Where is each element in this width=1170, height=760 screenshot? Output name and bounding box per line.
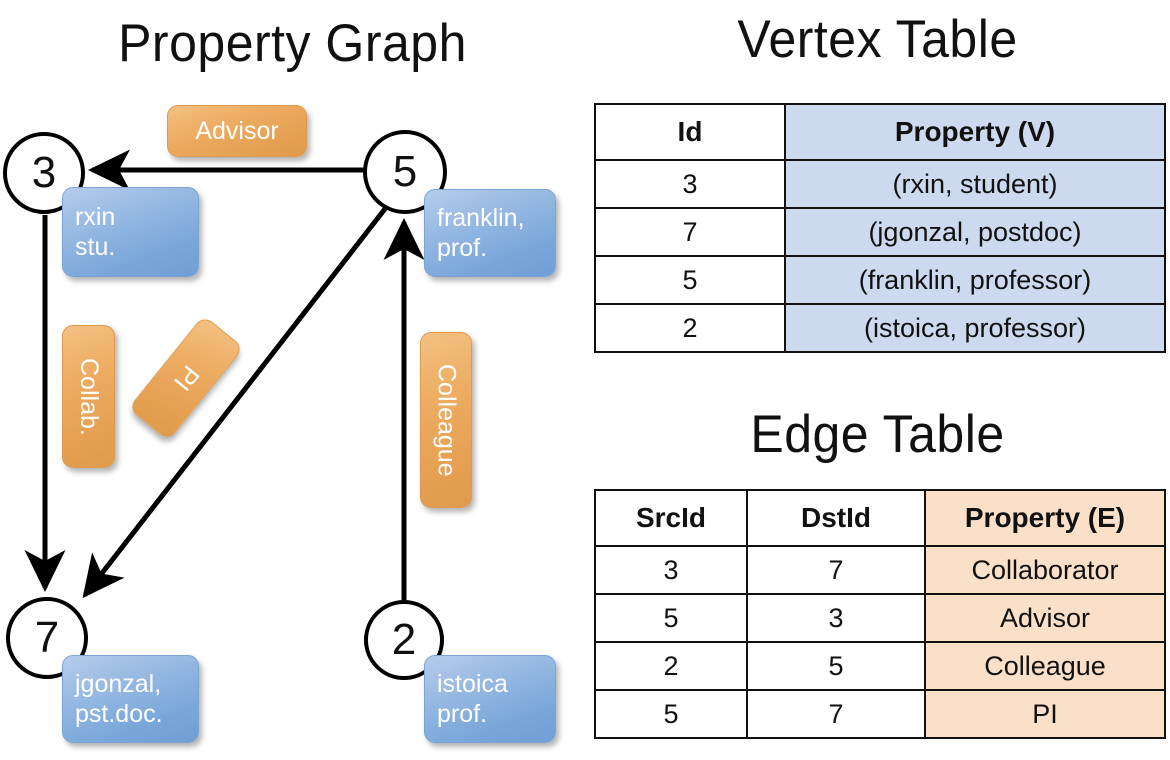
column-header-property-e: Property (E) [924,489,1166,547]
vertex-table: Id Property (V) 3 (rxin, student) 7 (jgo… [594,103,1166,353]
cell-property: (istoica, professor) [784,303,1166,353]
table-row[interactable]: 5 7 PI [594,689,1166,739]
edge-label-box-advisor[interactable]: Advisor [167,105,307,157]
node-property-box-istoica[interactable]: istoica prof. [424,655,556,743]
node-property-line-1: istoica [437,669,508,698]
cell-id: 5 [594,255,786,305]
cell-property: (jgonzal, postdoc) [784,207,1166,257]
graph-node-5[interactable]: 5 [363,130,447,214]
table-row[interactable]: 5 (franklin, professor) [594,255,1166,305]
node-property-line-1: franklin, [437,203,525,232]
table-row[interactable]: 2 (istoica, professor) [594,303,1166,353]
property-graph-diagram: 3 5 7 2 rxin stu. franklin, prof. jgonza… [3,105,556,743]
cell-dstid: 3 [746,593,926,643]
cell-srcid: 2 [594,641,748,691]
column-header-property-v: Property (V) [784,103,1166,161]
edge-label-box-collab[interactable]: Collab. [62,325,115,468]
node-property-box-franklin[interactable]: franklin, prof. [424,189,556,277]
cell-id: 2 [594,303,786,353]
table-row[interactable]: 3 (rxin, student) [594,159,1166,209]
cell-id: 7 [594,207,786,257]
cell-dstid: 7 [746,689,926,739]
node-property-line-2: prof. [437,234,488,262]
page-title-vertex-table: Vertex Table [737,9,1018,69]
column-header-id: Id [594,103,786,161]
table-header-row: Id Property (V) [594,103,1166,161]
cell-srcid: 3 [594,545,748,595]
edge-line-5-to-7 [82,203,390,599]
edge-table: SrcId DstId Property (E) 3 7 Collaborato… [594,489,1166,739]
cell-property: Colleague [924,641,1166,691]
column-header-dstid: DstId [746,489,926,547]
node-property-line-2: pst.doc. [75,700,163,728]
table-row[interactable]: 7 (jgonzal, postdoc) [594,207,1166,257]
cell-srcid: 5 [594,593,748,643]
cell-property: Advisor [924,593,1166,643]
column-header-srcid: SrcId [594,489,748,547]
node-property-line-1: rxin [75,202,116,231]
table-header-row: SrcId DstId Property (E) [594,489,1166,547]
cell-property: PI [924,689,1166,739]
table-row[interactable]: 5 3 Advisor [594,593,1166,643]
node-property-line-2: stu. [75,233,116,261]
cell-srcid: 5 [594,689,748,739]
cell-property: (rxin, student) [784,159,1166,209]
cell-id: 3 [594,159,786,209]
cell-dstid: 7 [746,545,926,595]
table-row[interactable]: 2 5 Colleague [594,641,1166,691]
table-row[interactable]: 3 7 Collaborator [594,545,1166,595]
cell-property: Collaborator [924,545,1166,595]
graph-node-2[interactable]: 2 [364,600,444,680]
page-title-property-graph: Property Graph [118,13,467,73]
node-property-line-1: jgonzal, [75,669,162,698]
node-property-box-jgonzal[interactable]: jgonzal, pst.doc. [62,655,199,743]
edge-label-box-colleague[interactable]: Colleague [420,332,472,508]
node-property-box-rxin[interactable]: rxin stu. [62,187,199,277]
node-property-line-2: prof. [437,700,488,728]
page-title-edge-table: Edge Table [750,404,1005,464]
cell-dstid: 5 [746,641,926,691]
graph-edge-lines [24,149,425,600]
cell-property: (franklin, professor) [784,255,1166,305]
